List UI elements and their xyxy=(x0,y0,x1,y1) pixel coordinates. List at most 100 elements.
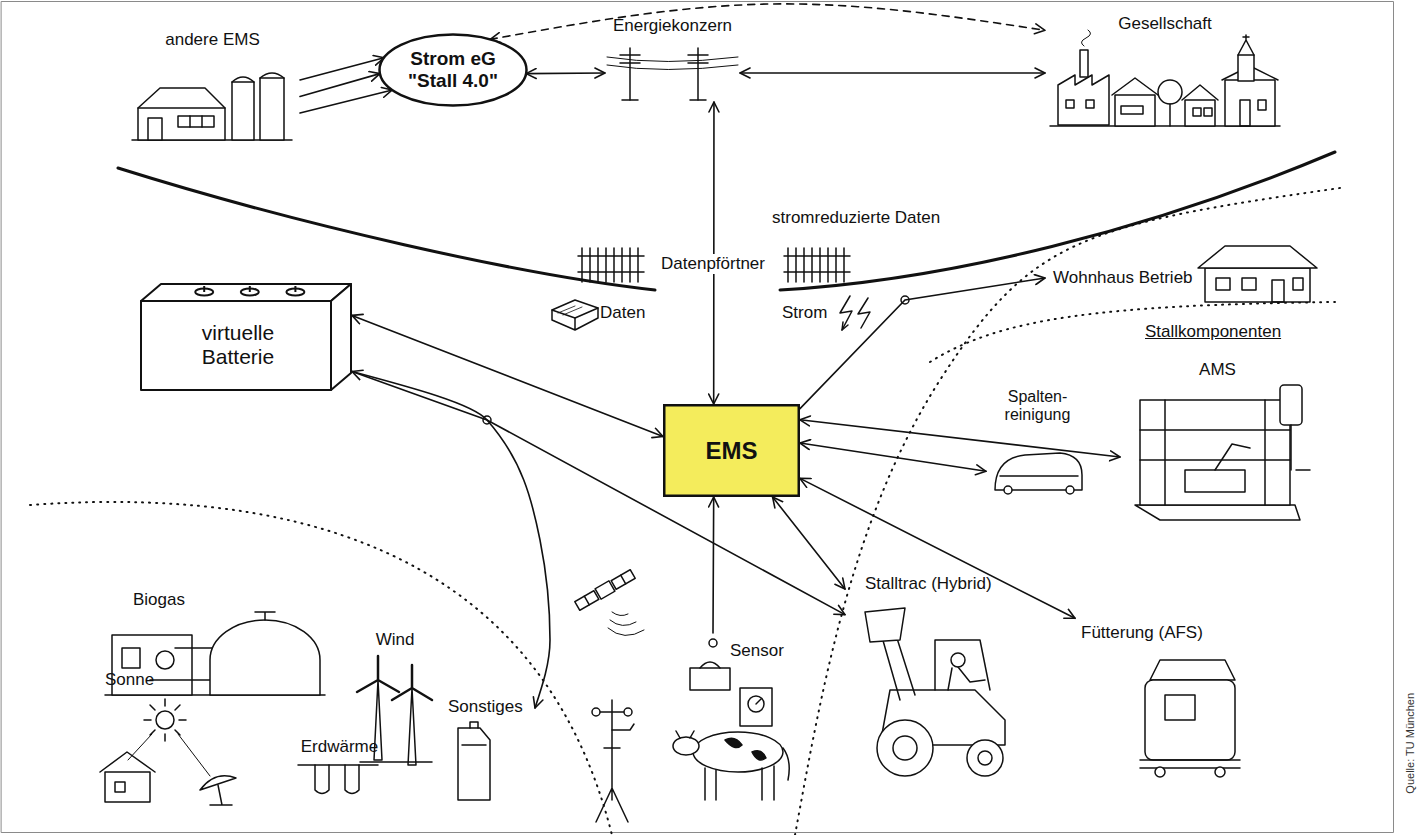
town-icon xyxy=(1169,104,1171,126)
connector-group xyxy=(300,4,1120,708)
milking-robot-icon xyxy=(1280,385,1302,425)
connector-arrow xyxy=(740,72,1045,74)
battery-terminal xyxy=(203,286,205,292)
house-icon xyxy=(1293,278,1303,290)
cow-icon xyxy=(673,731,789,800)
book-icon xyxy=(552,300,598,318)
feeding-robot-icon xyxy=(1215,767,1225,777)
loader-icon xyxy=(951,653,965,667)
town-icon xyxy=(1058,75,1109,125)
loader-icon xyxy=(935,640,990,690)
data-label: Daten xyxy=(600,303,645,323)
geothermal-icon xyxy=(298,764,378,766)
house-icon xyxy=(1198,246,1317,268)
sun-icon xyxy=(210,785,232,805)
connector-arrow xyxy=(713,102,715,404)
connector-arrow xyxy=(352,372,845,615)
lightning-icon xyxy=(858,298,870,328)
region-dotted xyxy=(795,188,1340,835)
canister-icon xyxy=(458,728,490,800)
connector-arrow xyxy=(300,74,380,97)
connector-arrow xyxy=(800,420,1120,457)
feeding-robot-icon xyxy=(1155,767,1165,777)
sensor-box-icon xyxy=(740,688,772,726)
house-icon xyxy=(1242,278,1256,290)
sensor-box-icon xyxy=(690,668,730,690)
farm-icon xyxy=(190,116,202,127)
farm-icon xyxy=(132,73,292,140)
battery-box: virtuelle Batterie xyxy=(140,283,352,391)
lightning-icon xyxy=(840,296,870,330)
biogas-icon xyxy=(255,612,275,620)
biogas-icon xyxy=(105,612,325,695)
utility-node: Energiekonzern xyxy=(605,14,740,102)
sun-icon xyxy=(128,734,210,776)
milking-robot-icon xyxy=(1140,400,1290,505)
power-line-icon xyxy=(622,99,706,101)
loader-icon xyxy=(893,736,917,760)
town-icon xyxy=(1204,108,1212,116)
loader-icon xyxy=(978,751,992,765)
book-icon xyxy=(552,300,598,330)
town-icon xyxy=(1193,108,1201,116)
town-icon xyxy=(1050,30,1280,126)
node-text: Stalltrac (Hybrid) xyxy=(865,574,992,594)
farm-node: andere EMS xyxy=(125,28,300,146)
sensor-box-icon xyxy=(748,696,764,712)
cow-icon xyxy=(693,732,783,772)
town-icon xyxy=(1121,106,1143,114)
sensor-box-icon xyxy=(700,662,720,668)
sun-icon xyxy=(100,752,155,772)
battery-terminal xyxy=(294,286,296,292)
milking-robot-icon xyxy=(1291,425,1310,470)
power-line-icon xyxy=(607,57,738,70)
cow-icon xyxy=(783,748,789,780)
slot-cleaner-node: Spalten- reinigung xyxy=(986,386,1089,490)
slot-cleaner-icon xyxy=(1004,486,1012,494)
feeding-robot-icon xyxy=(1145,680,1235,760)
milking-robot-icon xyxy=(1140,400,1290,505)
connector-arrow xyxy=(300,90,392,113)
town-icon xyxy=(1240,100,1250,126)
satellite-icon xyxy=(608,612,644,636)
feeding-robot-icon xyxy=(1150,660,1235,680)
geothermal-node: Erdwärme xyxy=(292,735,387,797)
gate-fence xyxy=(788,248,844,282)
house-icon xyxy=(1198,246,1317,302)
farm-icon xyxy=(138,88,225,140)
satellite-icon xyxy=(574,569,635,611)
book-icon xyxy=(552,308,598,330)
lightning-icon xyxy=(842,322,848,330)
slot-cleaner-icon xyxy=(1066,486,1074,494)
satellite-icon xyxy=(584,575,625,605)
node-text: Wohnhaus Betrieb xyxy=(1053,268,1193,288)
sun-node: Sonne xyxy=(95,668,245,808)
society-node: Gesellschaft xyxy=(1045,12,1285,134)
battery-side xyxy=(331,284,351,390)
gate-fence xyxy=(578,256,644,272)
loader-icon xyxy=(967,740,1003,776)
boundary-curve xyxy=(118,152,1335,290)
sun-icon xyxy=(144,699,186,741)
node-text: Biogas xyxy=(133,590,185,610)
geothermal-icon xyxy=(298,765,378,794)
cow-icon xyxy=(705,766,774,800)
node-text: Sonne xyxy=(105,670,154,690)
ems-box: EMS xyxy=(663,404,800,497)
house-icon xyxy=(1272,280,1284,302)
sun-icon xyxy=(115,782,125,792)
town-icon xyxy=(1080,50,1088,77)
loader-icon xyxy=(865,608,905,642)
wind-turbine-icon xyxy=(408,688,416,765)
gate-fence xyxy=(784,256,850,272)
milking-robot-node: AMS xyxy=(1120,358,1315,523)
wind-turbine-icon xyxy=(360,761,432,763)
node-text: Sensor xyxy=(730,641,784,661)
slot-cleaner-icon xyxy=(995,453,1082,494)
node-text: EMS xyxy=(705,437,757,465)
milking-robot-icon xyxy=(1135,505,1300,520)
feeding-robot-icon xyxy=(1165,695,1195,720)
gate-fence xyxy=(582,248,638,282)
milking-robot-icon xyxy=(1215,444,1250,470)
